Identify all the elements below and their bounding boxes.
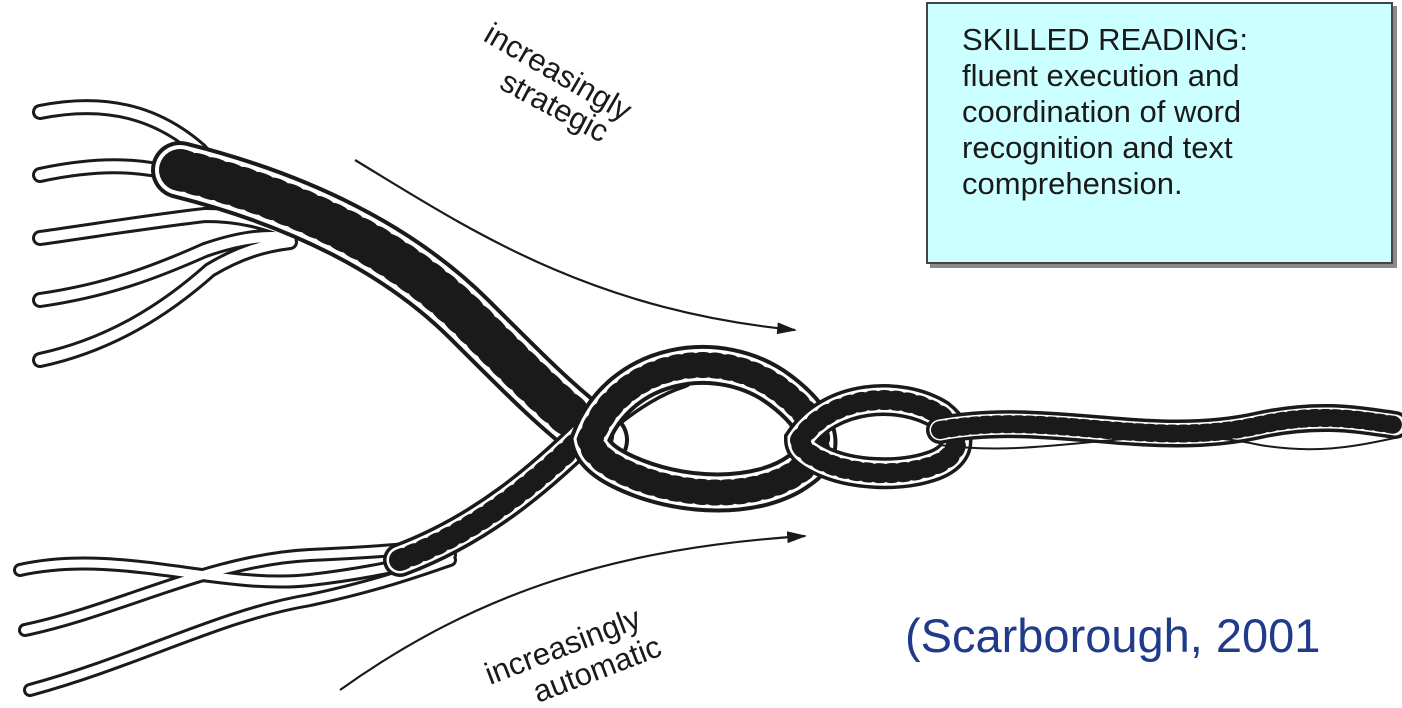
citation: (Scarborough, 2001 [905,608,1320,663]
callout-line: SKILLED READING: [962,22,1381,58]
skilled-reading-callout: SKILLED READING: fluent execution and co… [926,2,1393,264]
upper-strands [40,107,290,360]
callout-line: recognition and text [962,130,1381,166]
braided-rope [590,365,1395,493]
upper-cord [180,170,600,440]
callout-line: fluent execution and [962,58,1381,94]
callout-line: coordination of word [962,94,1381,130]
callout-line: comprehension. [962,166,1381,202]
